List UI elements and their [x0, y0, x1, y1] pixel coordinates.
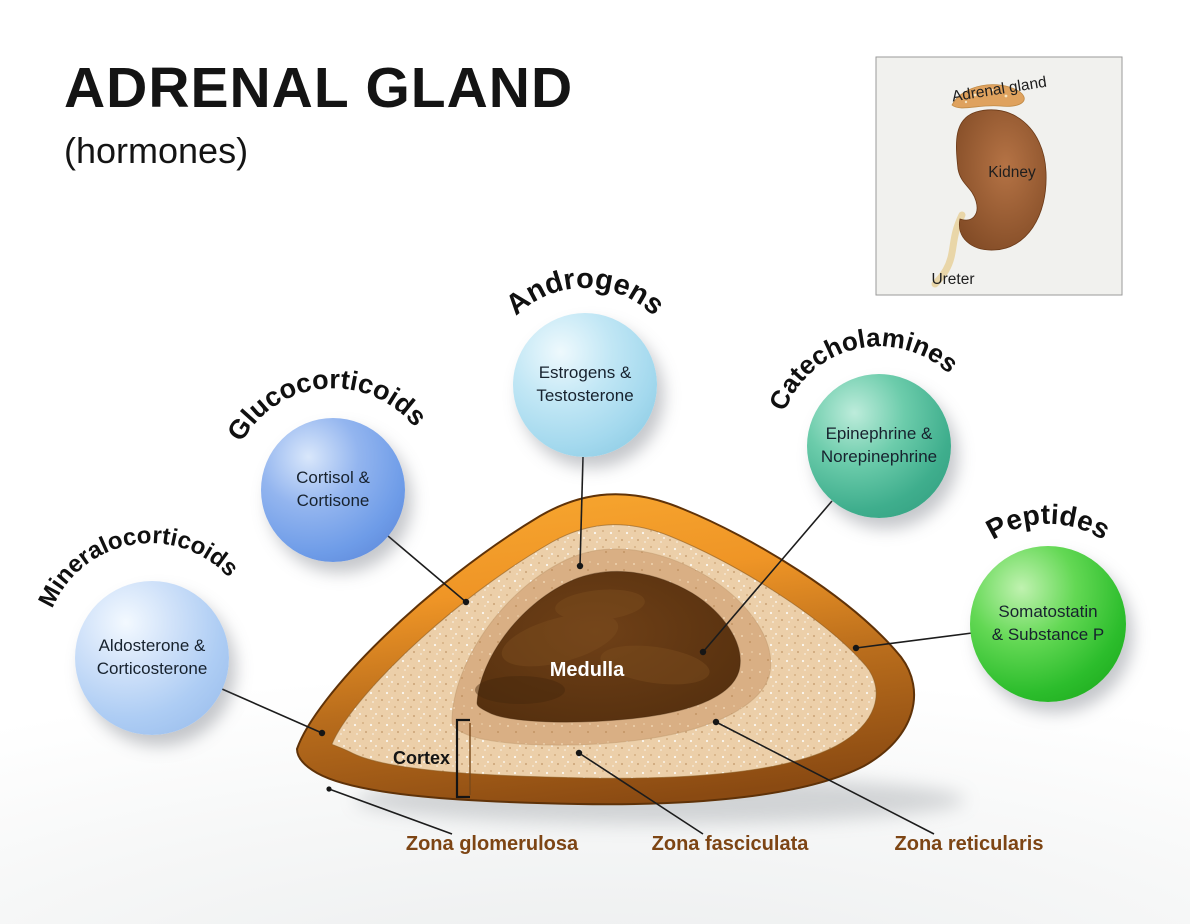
zona-glomerulosa-label: Zona glomerulosa: [405, 833, 579, 855]
connector-catecholamines-line: [702, 500, 833, 653]
ureter-shape: [931, 211, 966, 288]
connector-glucocorticoids-line: [387, 535, 467, 603]
hormone-line: Cortisone: [296, 491, 370, 510]
connector-dot: [712, 718, 720, 726]
peptides-hormones-text: Somatostatin & Substance P: [992, 601, 1104, 647]
connector-dot: [852, 644, 860, 652]
title-block: ADRENAL GLAND (hormones): [64, 60, 573, 169]
page-subtitle: (hormones): [64, 130, 249, 171]
mineralocorticoids-hormones-text: Aldosterone & Corticosterone: [97, 635, 208, 681]
connector-mineralocorticoids-line: [221, 688, 323, 734]
medulla-texture: [475, 589, 710, 704]
hormone-line: Corticosterone: [96, 659, 208, 678]
medulla-label: Medulla: [549, 659, 625, 681]
zona-fasciculata-label: Zona fasciculata: [651, 833, 809, 855]
peptides-title: Peptides: [981, 499, 1116, 546]
gland-cross-section: [295, 493, 915, 806]
hormone-line: Norepinephrine: [820, 447, 938, 466]
catecholamines-hormones-text: Epinephrine & Norepinephrine: [821, 423, 937, 469]
kidney-inset: Adrenal gland Kidney Ureter: [875, 56, 1123, 296]
connector-zona-reticularis-line: [715, 721, 935, 835]
hormone-line: Somatostatin: [998, 602, 1098, 622]
connector-zona-fasciculata-line: [578, 752, 704, 835]
connector-peptides-line: [855, 632, 973, 649]
hormone-line: & Substance P: [991, 625, 1105, 644]
adrenal-gland-cap-shape: [951, 84, 1025, 109]
androgens-hormones-text: Estrogens & Testosterone: [536, 362, 633, 408]
hormone-line: Aldosterone &: [98, 636, 206, 656]
connector-dots: [318, 562, 860, 792]
hormone-bubble-androgens: Estrogens & Testosterone: [513, 313, 657, 457]
connector-dot: [575, 749, 583, 757]
connector-dot: [318, 729, 326, 737]
kidney-shape: [956, 109, 1047, 251]
gland-medulla: [476, 571, 741, 723]
hormone-bubble-catecholamines: Epinephrine & Norepinephrine: [807, 374, 951, 518]
connector-dot: [326, 786, 332, 792]
connector-dot: [462, 598, 470, 606]
adrenal-cap-speckles: [964, 88, 1008, 104]
inset-kidney-label: Kidney: [988, 164, 1036, 181]
hormone-bubble-peptides: Somatostatin & Substance P: [970, 546, 1126, 702]
hormone-line: Estrogens &: [538, 363, 632, 383]
connector-dot: [699, 648, 707, 656]
page-title: ADRENAL GLAND: [64, 56, 574, 120]
connector-lines: [221, 456, 973, 835]
hormone-line: Testosterone: [536, 386, 634, 405]
zona-reticularis-label: Zona reticularis: [894, 833, 1044, 855]
cortex-bracket: [455, 718, 470, 799]
inset-ureter-label: Ureter: [931, 271, 974, 288]
cortex-label: Cortex: [392, 748, 450, 768]
glucocorticoids-hormones-text: Cortisol & Cortisone: [296, 467, 370, 513]
connector-androgens-line: [579, 456, 584, 567]
hormone-bubble-mineralocorticoids: Aldosterone & Corticosterone: [75, 581, 229, 735]
hormone-line: Epinephrine &: [825, 424, 933, 444]
hormone-line: Cortisol &: [296, 468, 370, 488]
connector-zona-glomerulosa-line: [328, 788, 453, 835]
hormone-bubble-glucocorticoids: Cortisol & Cortisone: [261, 418, 405, 562]
connector-dot: [576, 562, 584, 570]
